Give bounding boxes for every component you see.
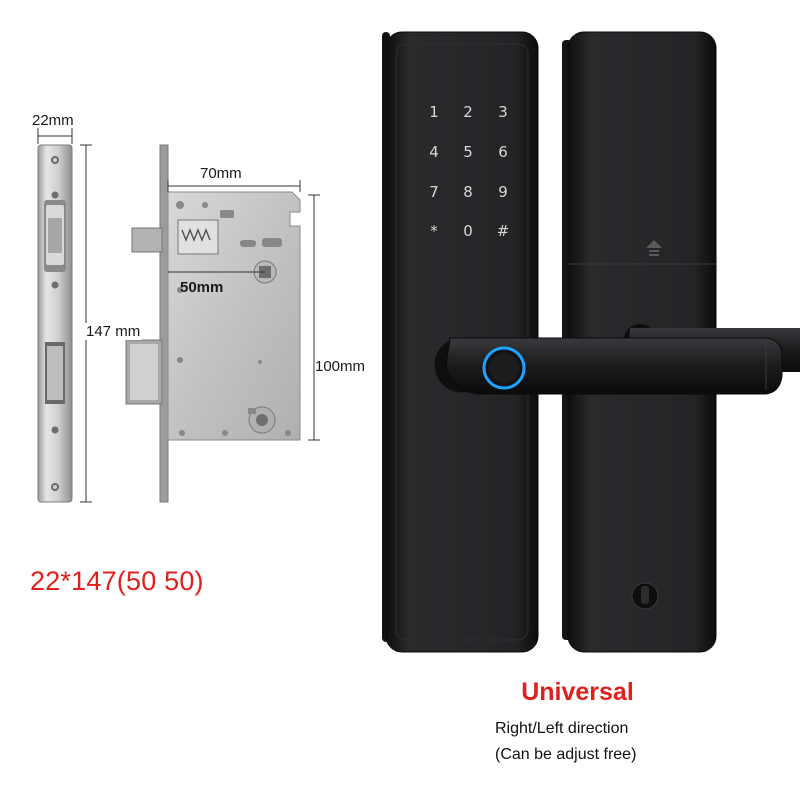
faceplate-width-label: 22mm	[32, 112, 74, 129]
body-height-label: 100mm	[315, 358, 366, 375]
keypad-key[interactable]: 1	[429, 103, 439, 121]
height-dimension-line	[308, 194, 320, 441]
caption-line-2: (Can be adjust free)	[495, 746, 637, 763]
front-handle[interactable]	[433, 336, 783, 395]
faceplate	[37, 144, 73, 503]
caption-line-1: Right/Left direction	[495, 720, 629, 737]
backset-label: 70mm	[200, 165, 242, 182]
keypad-key[interactable]: 0	[463, 222, 473, 240]
center-distance-label: 50mm	[180, 279, 224, 296]
keypad-key[interactable]: 3	[498, 103, 508, 121]
fingerprint-sensor[interactable]	[482, 346, 526, 390]
keypad-key[interactable]: 4	[429, 143, 439, 161]
keypad-key[interactable]: 9	[498, 183, 508, 201]
caption-title: Universal	[521, 678, 634, 706]
backset-dimension-line	[167, 180, 301, 192]
keypad-key[interactable]: 5	[463, 143, 473, 161]
keypad-key[interactable]: 6	[498, 143, 508, 161]
keypad[interactable]: 1 2 3 4 5 6 7 8 9 * 0 #	[429, 103, 509, 240]
keypad-key[interactable]: 2	[463, 103, 473, 121]
smart-lock-illustration: 1 2 3 4 5 6 7 8 9 * 0 #	[382, 31, 800, 653]
model-spec-label: 22*147(50 50)	[30, 566, 204, 596]
width-dimension-line	[37, 128, 73, 144]
keypad-key[interactable]: 7	[429, 183, 439, 201]
keypad-key[interactable]: 8	[463, 183, 473, 201]
keypad-key[interactable]: *	[430, 222, 438, 240]
mortise-diagram	[37, 128, 320, 503]
mortise-body	[125, 144, 301, 503]
faceplate-length-label: 147 mm	[84, 323, 143, 340]
keypad-key[interactable]: #	[497, 222, 510, 240]
